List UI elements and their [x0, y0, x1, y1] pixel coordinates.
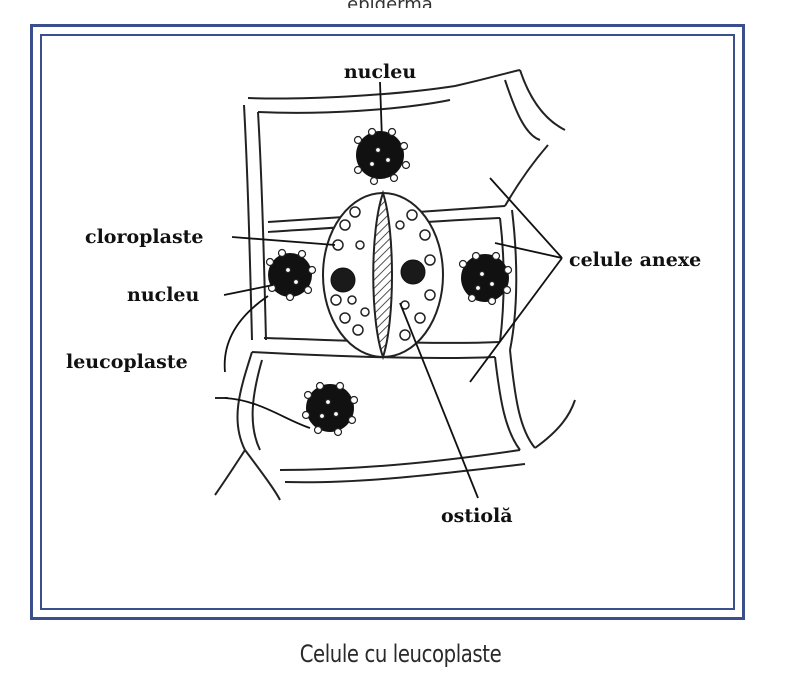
figure-caption: Celule cu leucoplaste: [299, 640, 502, 668]
label-ostiola: ostiolă: [441, 505, 513, 527]
label-leucoplaste: leucoplaste: [66, 351, 188, 373]
leader-lines: [215, 81, 563, 499]
cell-walls: [214, 69, 576, 501]
label-nucleu-top: nucleu: [344, 61, 417, 83]
nucleus-left: [265, 248, 317, 302]
label-celule-anexe: celule anexe: [569, 249, 701, 271]
label-cloroplaste: cloroplaste: [85, 226, 204, 248]
nucleus-right: [458, 251, 513, 306]
header-fragment: epidermă: [310, 0, 470, 8]
nucleus-bottom: [301, 381, 359, 437]
label-nucleu-left: nucleu: [127, 284, 200, 306]
guard-nuclei: [330, 259, 426, 293]
chloroplasts: [330, 206, 436, 341]
nucleus-top: [353, 127, 411, 186]
guard-cells: [322, 189, 444, 361]
